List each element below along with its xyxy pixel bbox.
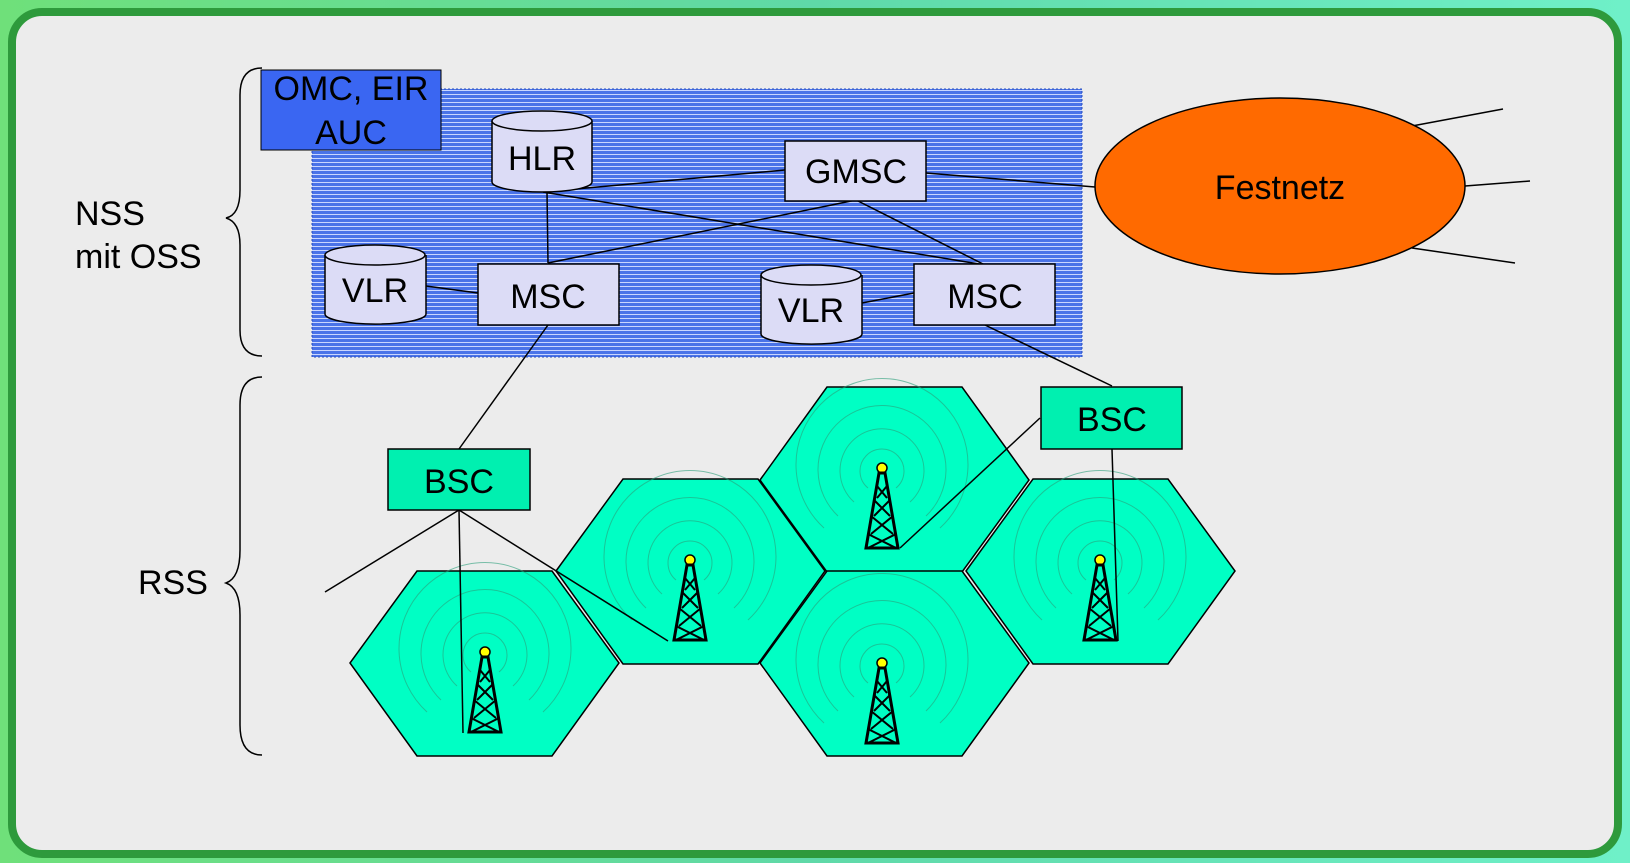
nss-label: NSS: [75, 195, 145, 233]
vlr-right-database: VLR: [760, 264, 863, 345]
bsc-right-node: BSC: [1040, 386, 1183, 450]
nss-label-sub: mit OSS: [75, 238, 202, 276]
rss-brace: [223, 376, 263, 756]
vlr-left-label: VLR: [342, 272, 408, 310]
hlr-database: HLR: [491, 110, 593, 193]
msc-right-label: MSC: [947, 278, 1023, 316]
cell-2: [555, 478, 826, 665]
gmsc-node: GMSC: [784, 140, 927, 202]
vlr-left-database: VLR: [324, 244, 427, 325]
bsc-left-node: BSC: [387, 448, 531, 511]
festnetz-label: Festnetz: [1215, 169, 1345, 207]
cell-5: [965, 478, 1236, 665]
bsc-left-label: BSC: [424, 463, 494, 501]
cell-1: [349, 570, 620, 757]
msc-left-label: MSC: [510, 278, 586, 316]
bsc-right-label: BSC: [1077, 401, 1147, 439]
nss-links: [425, 108, 1531, 450]
rss-label: RSS: [138, 564, 208, 602]
vlr-right-label: VLR: [778, 292, 844, 330]
gmsc-label: GMSC: [805, 153, 907, 191]
nss-brace: [225, 67, 263, 357]
omc-eir-auc-box: [260, 69, 442, 151]
msc-left-node: MSC: [477, 263, 620, 326]
festnetz-cloud: Festnetz: [1094, 97, 1466, 275]
omc-label: OMC, EIR: [274, 70, 429, 108]
cell-4: [759, 570, 1030, 757]
msc-right-node: MSC: [913, 263, 1056, 326]
hlr-label: HLR: [508, 140, 576, 178]
auc-label: AUC: [315, 114, 387, 152]
bsc-links: [324, 417, 1119, 734]
